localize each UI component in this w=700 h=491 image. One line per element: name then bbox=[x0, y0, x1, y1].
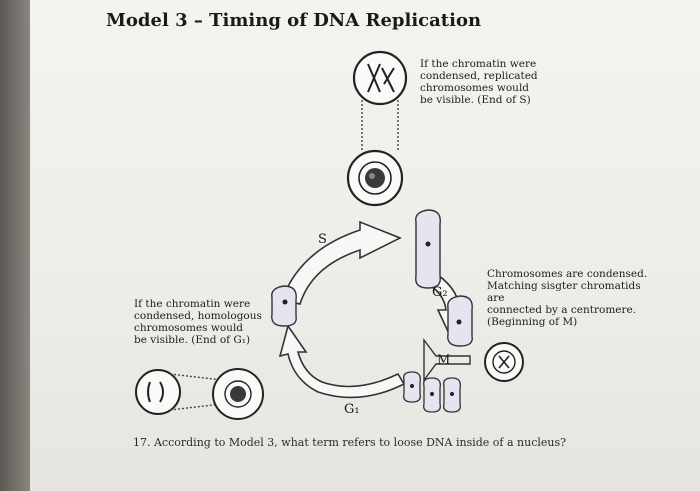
cell-with-nucleus-left bbox=[212, 368, 264, 420]
dotted-connector-left bbox=[169, 373, 223, 411]
note-end-of-s: If the chromatin were condensed, replica… bbox=[420, 58, 538, 106]
note-end-of-g1: If the chromatin were condensed, homolog… bbox=[134, 298, 262, 346]
phase-label-g1: G₁ bbox=[344, 402, 360, 417]
dotted-connector-top bbox=[361, 100, 399, 152]
cells-dividing bbox=[403, 371, 461, 413]
cycle-arrow-g1 bbox=[278, 324, 406, 399]
phase-label-g2: G₂ bbox=[432, 285, 448, 300]
page-title: Model 3 – Timing of DNA Replication bbox=[106, 10, 482, 31]
cell-s-end bbox=[415, 209, 441, 289]
cell-g1-end bbox=[271, 285, 297, 327]
phase-label-m: M bbox=[437, 353, 450, 368]
phase-label-s: S bbox=[318, 232, 327, 247]
cell-m-begin bbox=[447, 295, 473, 347]
replicated-chromosome-circle bbox=[352, 50, 408, 106]
background-edge bbox=[0, 0, 30, 491]
cycle-arrow-m bbox=[423, 337, 471, 383]
homologous-chromosome-circle bbox=[135, 369, 181, 415]
note-beginning-of-m: Chromosomes are condensed. Matching sisg… bbox=[487, 268, 648, 328]
condensed-chromosome-circle bbox=[484, 342, 524, 382]
cycle-arrow-s bbox=[280, 220, 402, 305]
cell-with-nucleus-top bbox=[346, 149, 404, 207]
question-17: 17. According to Model 3, what term refe… bbox=[133, 436, 567, 449]
